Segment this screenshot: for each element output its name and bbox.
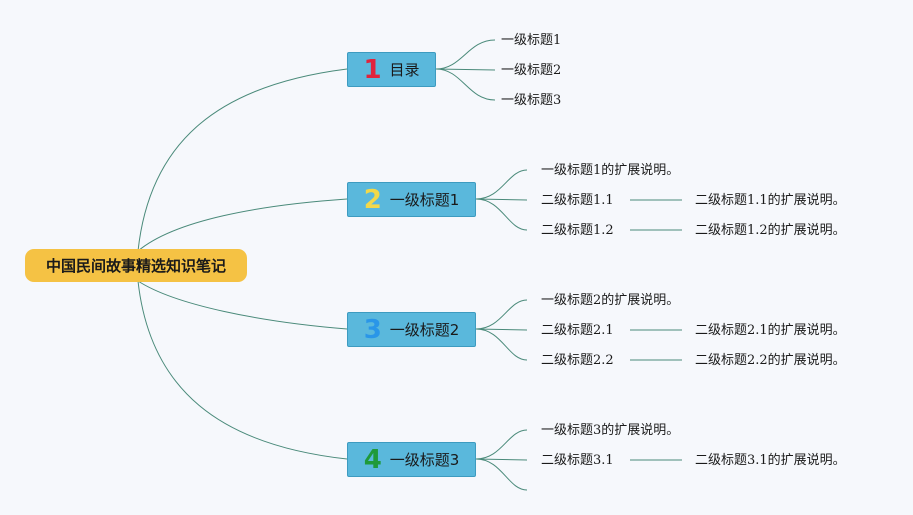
leaf-item[interactable]: 二级标题3.1 [541, 453, 614, 468]
leaf-detail[interactable]: 二级标题3.1的扩展说明。 [695, 453, 846, 468]
leaf-item[interactable]: 二级标题1.2 [541, 223, 614, 238]
leaf-item[interactable]: 一级标题1 [501, 33, 562, 48]
number-badge: 2 [363, 184, 382, 215]
leaf-item[interactable]: 二级标题2.1 [541, 323, 614, 338]
branch-label: 目录 [389, 61, 420, 79]
number-badge: 1 [363, 54, 382, 85]
root-to-branch-2 [137, 198, 348, 252]
leaf-item[interactable]: 一级标题1的扩展说明。 [541, 163, 680, 178]
root-title: 中国民间故事精选知识笔记 [45, 257, 226, 275]
leaf-item[interactable]: 一级标题2的扩展说明。 [541, 293, 680, 308]
branch-node-2[interactable]: 3 一级标题2 [347, 312, 476, 347]
leaf-item[interactable]: 一级标题3的扩展说明。 [541, 423, 680, 438]
number-badge: 4 [363, 444, 382, 475]
root-node[interactable]: 中国民间故事精选知识笔记 [25, 249, 247, 282]
leaf-detail[interactable]: 二级标题2.1的扩展说明。 [695, 323, 846, 338]
number-badge: 3 [363, 314, 382, 345]
leaf-detail[interactable]: 二级标题1.2的扩展说明。 [695, 223, 846, 238]
branch-label: 一级标题1 [389, 191, 460, 209]
branch-node-contents[interactable]: 1 目录 [347, 52, 436, 87]
branch-label: 一级标题2 [389, 321, 460, 339]
leaf-item[interactable]: 一级标题3 [501, 93, 562, 108]
root-to-branch-1 [137, 68, 348, 252]
branch-node-1[interactable]: 2 一级标题1 [347, 182, 476, 217]
leaf-detail[interactable]: 二级标题2.2的扩展说明。 [695, 353, 846, 368]
leaf-detail[interactable]: 二级标题1.1的扩展说明。 [695, 193, 846, 208]
root-to-branch-3 [137, 280, 348, 330]
leaf-item[interactable]: 一级标题2 [501, 63, 562, 78]
branch-node-3[interactable]: 4 一级标题3 [347, 442, 476, 477]
leaf-item[interactable]: 二级标题1.1 [541, 193, 614, 208]
root-to-branch-4 [137, 280, 348, 460]
leaf-item[interactable]: 二级标题2.2 [541, 353, 614, 368]
branch-label: 一级标题3 [389, 451, 460, 469]
